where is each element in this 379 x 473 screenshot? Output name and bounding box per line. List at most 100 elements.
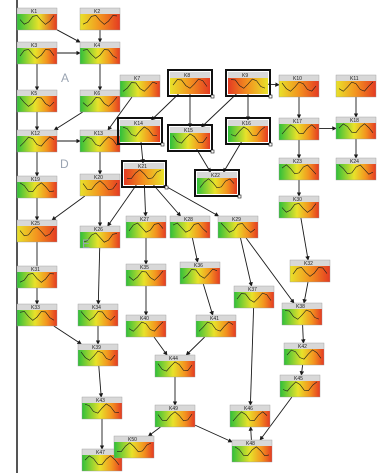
node-n47[interactable]: K47 xyxy=(81,448,123,472)
node-sparkline xyxy=(82,49,118,59)
node-n21[interactable]: K21 xyxy=(121,160,169,190)
resize-handle[interactable] xyxy=(164,185,169,190)
node-n23[interactable]: K23 xyxy=(278,157,320,181)
node-gradient-fill xyxy=(82,403,122,419)
node-header xyxy=(170,127,210,133)
node-label: K46 xyxy=(244,406,253,412)
node-n22[interactable]: K22 xyxy=(194,169,242,199)
node-sparkline xyxy=(122,126,158,137)
node-n38[interactable]: K38 xyxy=(281,302,323,326)
node-n10[interactable]: K10 xyxy=(278,74,320,98)
node-n8[interactable]: K8 xyxy=(167,69,215,99)
node-n31[interactable]: K31 xyxy=(16,265,58,289)
node-n49[interactable]: K49 xyxy=(154,404,196,428)
resize-handle[interactable] xyxy=(237,194,242,199)
node-n46[interactable]: K46 xyxy=(229,404,271,428)
node-n5[interactable]: K5 xyxy=(16,89,58,113)
resize-handle[interactable] xyxy=(268,142,273,147)
node-gradient-fill xyxy=(280,381,320,397)
node-n1[interactable]: K1 xyxy=(16,7,58,31)
node-n12[interactable]: K12 xyxy=(16,129,58,153)
node-header xyxy=(80,174,120,180)
node-border xyxy=(278,117,320,141)
node-n15[interactable]: K15 xyxy=(167,124,215,154)
selection-frame xyxy=(225,117,271,145)
node-n39[interactable]: K39 xyxy=(77,343,119,367)
node-label: K23 xyxy=(293,159,302,165)
node-header xyxy=(17,130,57,136)
node-label: K27 xyxy=(140,217,149,223)
node-n41[interactable]: K41 xyxy=(195,314,237,338)
node-sparkline xyxy=(19,226,55,237)
node-header xyxy=(155,355,195,361)
node-n2[interactable]: K2 xyxy=(79,7,121,31)
node-n29[interactable]: K29 xyxy=(217,215,259,239)
node-header xyxy=(290,260,330,266)
node-n40[interactable]: K40 xyxy=(125,314,167,338)
node-gradient-fill xyxy=(80,180,120,196)
node-n11[interactable]: K11 xyxy=(335,74,377,98)
node-gradient-fill xyxy=(279,202,319,218)
node-n25[interactable]: K25 xyxy=(16,219,58,243)
node-sparkline xyxy=(19,273,55,283)
node-n3[interactable]: K3 xyxy=(16,41,58,65)
node-border xyxy=(335,157,377,181)
node-label: K4 xyxy=(94,43,100,49)
node-n7[interactable]: K7 xyxy=(119,74,161,98)
node-gradient-fill xyxy=(284,349,324,365)
node-n50[interactable]: K50 xyxy=(113,435,155,459)
node-label: K45 xyxy=(294,376,303,382)
node-border xyxy=(229,404,271,428)
node-label: K28 xyxy=(184,217,193,223)
node-n33[interactable]: K33 xyxy=(16,303,58,327)
edge-n41-n44 xyxy=(185,336,206,356)
resize-handle[interactable] xyxy=(210,149,215,154)
node-gradient-fill xyxy=(234,292,274,308)
resize-handle[interactable] xyxy=(210,94,215,99)
node-n45[interactable]: K45 xyxy=(279,374,321,398)
node-sparkline xyxy=(19,136,55,147)
node-n48[interactable]: K48 xyxy=(231,439,273,463)
edge-n39-n43 xyxy=(98,365,104,398)
node-n4[interactable]: K4 xyxy=(79,41,121,65)
resize-handle[interactable] xyxy=(268,94,273,99)
node-header xyxy=(114,436,154,442)
node-header xyxy=(218,216,258,222)
node-n14[interactable]: K14 xyxy=(117,117,165,147)
node-n17[interactable]: K17 xyxy=(278,117,320,141)
node-sparkline xyxy=(172,222,208,233)
node-n42[interactable]: K42 xyxy=(283,342,325,366)
resize-handle[interactable] xyxy=(160,142,165,147)
node-n43[interactable]: K43 xyxy=(81,396,123,420)
node-n44[interactable]: K44 xyxy=(154,354,196,378)
node-sparkline xyxy=(80,311,116,321)
node-n35[interactable]: K35 xyxy=(125,263,167,287)
node-n27[interactable]: K27 xyxy=(125,215,167,239)
node-n20[interactable]: K20 xyxy=(79,173,121,197)
node-n19[interactable]: K19 xyxy=(16,175,58,199)
node-sparkline xyxy=(284,309,320,320)
node-border xyxy=(16,175,58,199)
node-n32[interactable]: K32 xyxy=(289,259,331,283)
edge-n42-n45 xyxy=(299,364,305,376)
node-n18[interactable]: K18 xyxy=(335,116,377,140)
node-n36[interactable]: K36 xyxy=(179,261,221,285)
node-n30[interactable]: K30 xyxy=(278,195,320,219)
node-n9[interactable]: K9 xyxy=(225,69,273,99)
node-n28[interactable]: K28 xyxy=(169,215,211,239)
node-header xyxy=(17,42,57,48)
node-n6[interactable]: K6 xyxy=(79,89,121,113)
node-gradient-fill xyxy=(82,455,122,471)
node-n26[interactable]: K26 xyxy=(79,225,121,249)
edge-n6-n12 xyxy=(53,111,83,131)
node-n16[interactable]: K16 xyxy=(225,117,273,147)
node-border xyxy=(77,343,119,367)
edge-n21-n29 xyxy=(163,184,220,217)
node-n34[interactable]: K34 xyxy=(77,303,119,327)
node-n37[interactable]: K37 xyxy=(233,285,275,309)
node-n24[interactable]: K24 xyxy=(335,157,377,181)
node-gradient-fill xyxy=(17,96,57,112)
node-gradient-fill xyxy=(78,310,118,326)
node-n13[interactable]: K13 xyxy=(79,129,121,153)
